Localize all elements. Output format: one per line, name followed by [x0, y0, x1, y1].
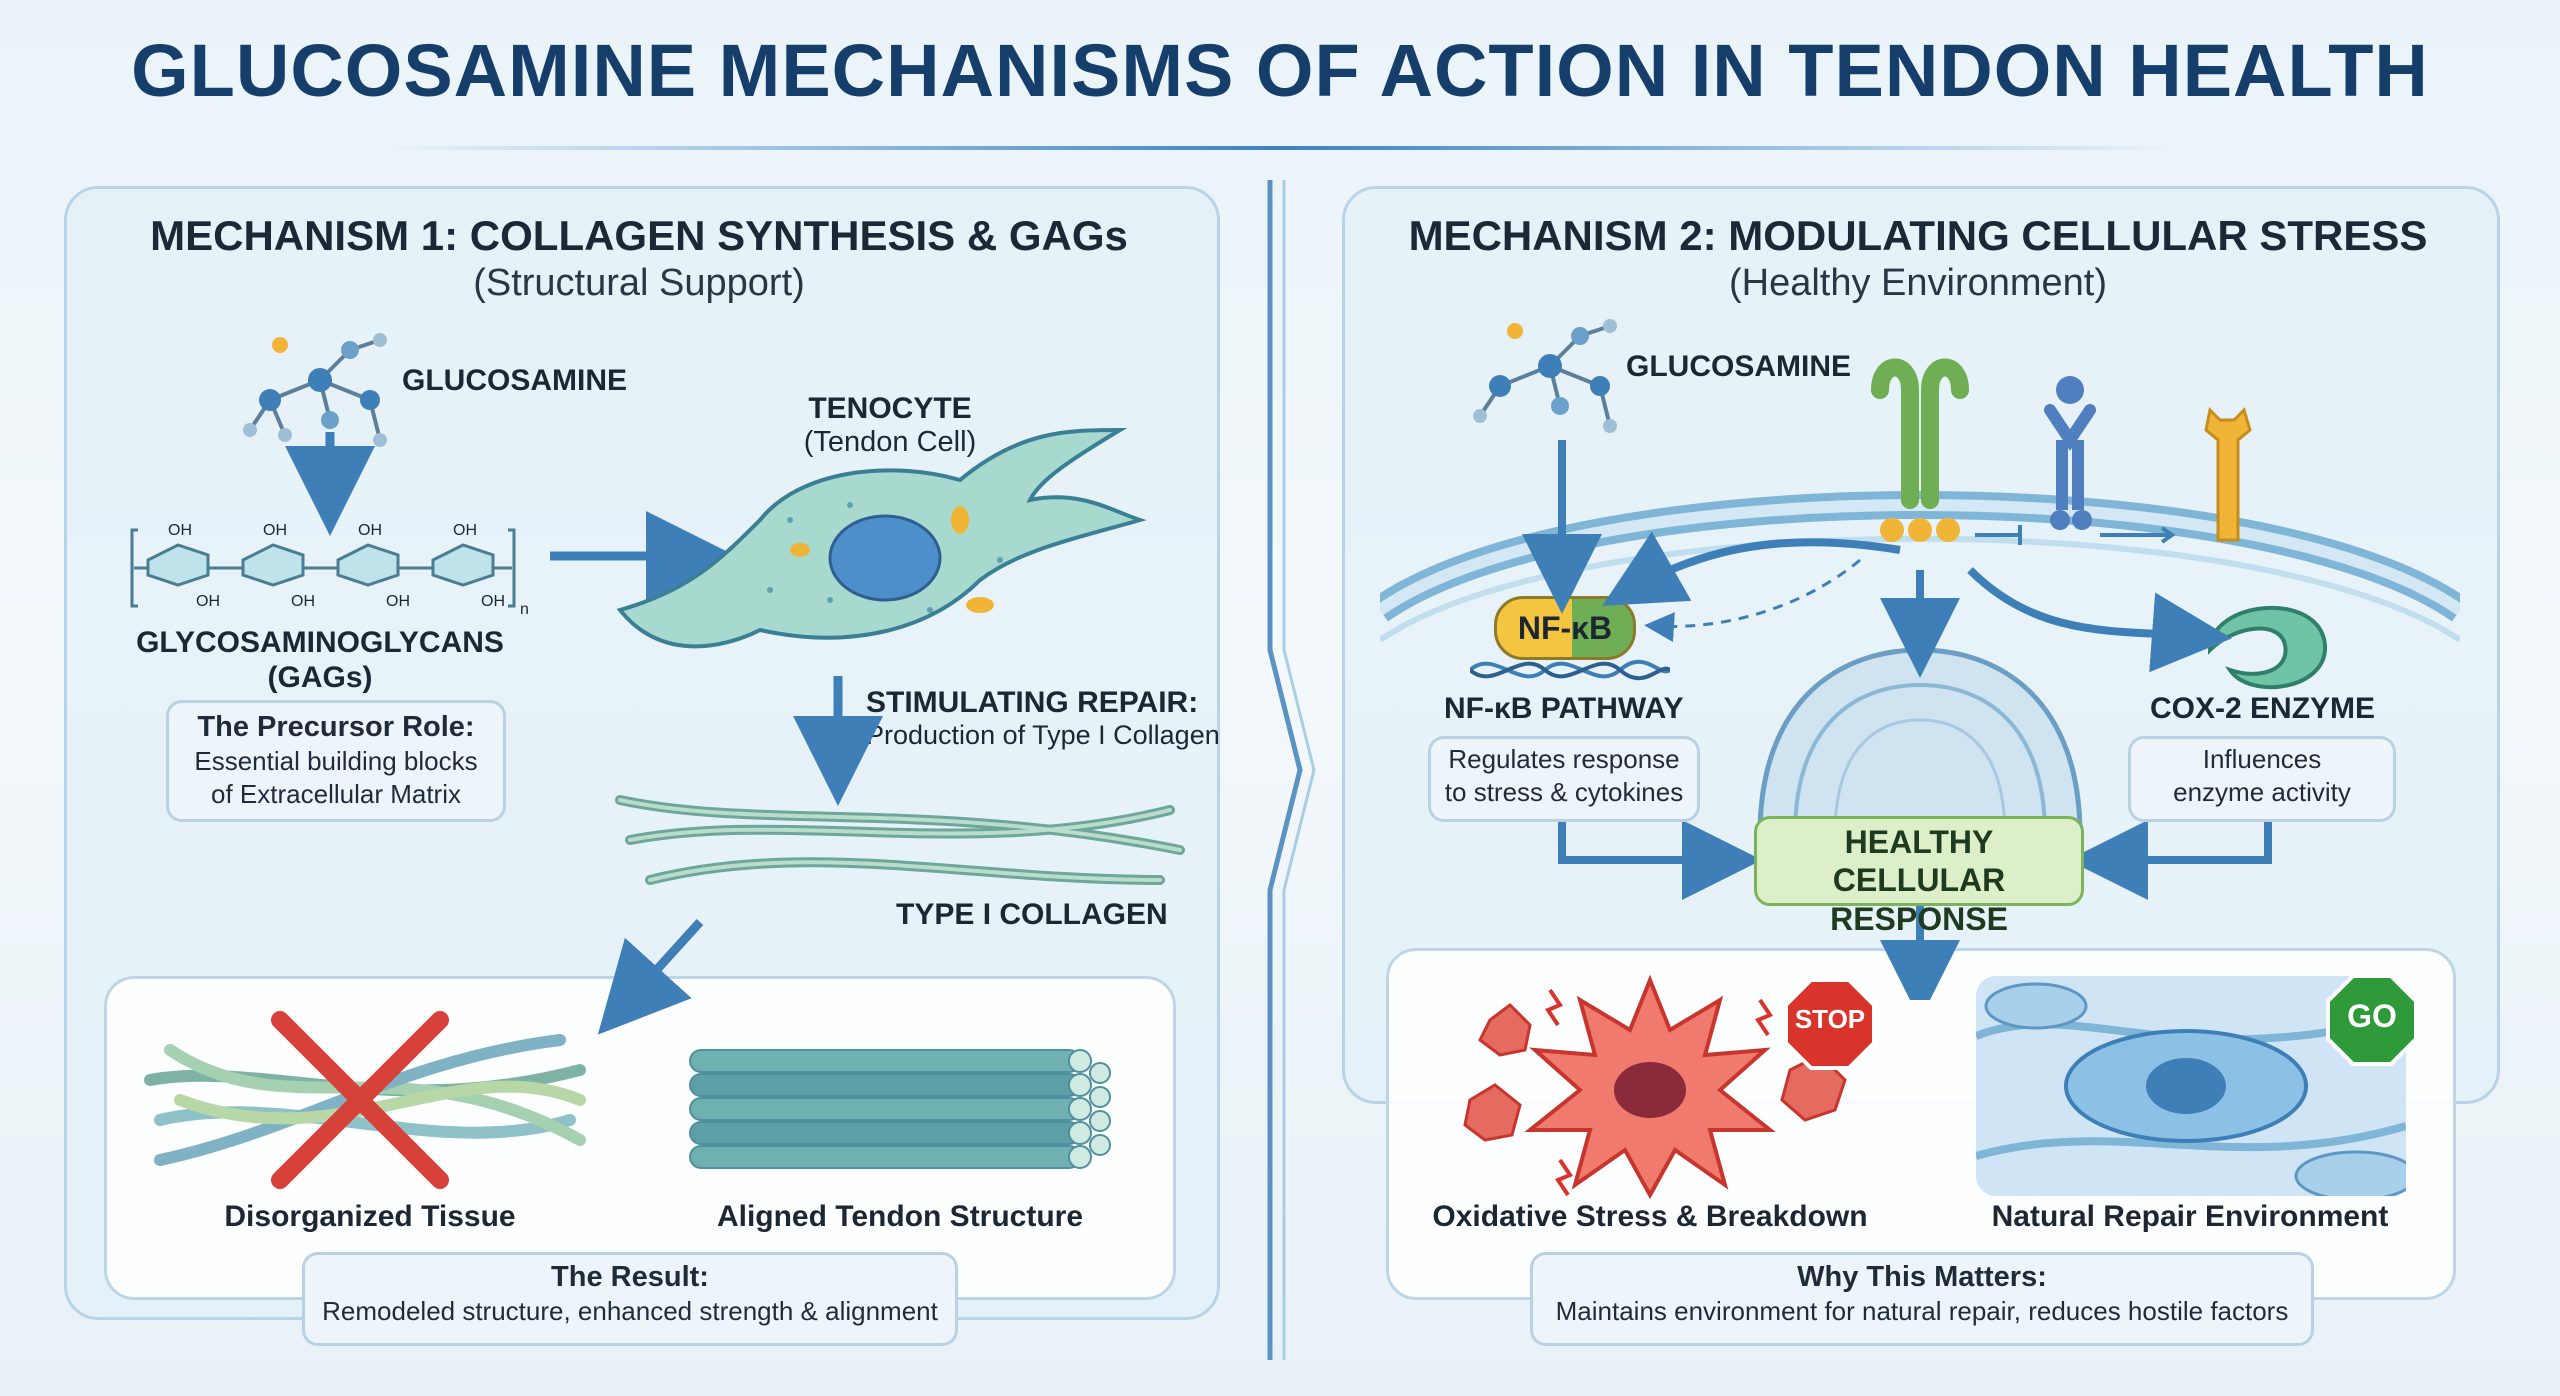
glucosamine-label-1: GLUCOSAMINE	[402, 364, 627, 397]
healthy-line1: HEALTHY CELLULAR	[1832, 824, 2006, 899]
gags-label: GLYCOSAMINOGLYCANS (GAGs)	[120, 626, 520, 695]
yellow-receptor	[2204, 406, 2252, 542]
precursor-box: The Precursor Role: Essential building b…	[166, 700, 506, 822]
why-title: Why This Matters:	[1797, 1261, 2047, 1293]
title-divider	[380, 146, 2180, 150]
green-receptor	[1871, 358, 1969, 542]
type1-collagen-label: TYPE I COLLAGEN	[896, 898, 1168, 931]
tenocyte-cell	[616, 427, 1147, 649]
cox2-box-line1: Influences	[2202, 744, 2322, 774]
healthy-line2: RESPONSE	[1830, 900, 2008, 937]
gags-label-line2: (GAGs)	[267, 660, 373, 694]
why-text: Maintains environment for natural repair…	[1555, 1296, 2289, 1327]
precursor-title: The Precursor Role:	[197, 711, 475, 743]
result-text: Remodeled structure, enhanced strength &…	[322, 1296, 938, 1327]
cox2-box: Influences enzyme activity	[2128, 736, 2396, 822]
gag-ring-4	[431, 543, 495, 587]
gags-label-line1: GLYCOSAMINOGLYCANS	[136, 626, 504, 659]
page-title: GLUCOSAMINE MECHANISMS OF ACTION IN TEND…	[131, 29, 2429, 112]
glucosamine-molecule-2	[1473, 319, 1617, 433]
nfkb-box: Regulates response to stress & cytokines	[1428, 736, 1700, 822]
x-mark-icon	[271, 1011, 449, 1189]
blue-receptor	[2044, 376, 2096, 530]
nfkb-pathway-label: NF-κB PATHWAY	[1444, 692, 1684, 725]
oh-label: OH	[453, 522, 477, 539]
dna-helix-icon	[1470, 660, 1670, 680]
gag-ring-1	[146, 543, 210, 587]
gag-chain: OH OH OH OH OH OH OH OH n	[130, 522, 529, 618]
oh-label: OH	[196, 593, 220, 610]
disorganized-label: Disorganized Tissue	[224, 1200, 516, 1233]
precursor-line1: Essential building blocks	[194, 746, 478, 777]
mechanism-1-subtitle: (Structural Support)	[473, 262, 805, 304]
healthy-response-box: HEALTHY CELLULAR RESPONSE	[1754, 816, 2084, 937]
center-divider	[1267, 180, 1316, 1360]
glucosamine-label-2: GLUCOSAMINE	[1626, 350, 1851, 383]
tenocyte-nucleus	[828, 514, 942, 602]
precursor-line2: of Extracellular Matrix	[211, 778, 461, 809]
why-box: Why This Matters: Maintains environment …	[1530, 1252, 2314, 1346]
type1-collagen-fibers	[615, 795, 1185, 885]
disorganized-tissue	[144, 1011, 586, 1189]
mech1-arrows	[285, 432, 883, 1035]
nfkb-box-line1: Regulates response	[1448, 744, 1680, 774]
stimulating-label: STIMULATING REPAIR: Production of Type I…	[866, 686, 1220, 751]
glucosamine-molecule-1	[243, 333, 387, 447]
mechanism-2-subtitle: (Healthy Environment)	[1728, 262, 2108, 304]
mechanism-1-title: MECHANISM 1: COLLAGEN SYNTHESIS & GAGs	[150, 212, 1128, 259]
gag-ring-2	[241, 543, 305, 587]
mech2-arrows	[1522, 440, 2272, 1000]
oxidative-label: Oxidative Stress & Breakdown	[1432, 1200, 1868, 1233]
tenocyte-label: TENOCYTE (Tendon Cell)	[740, 392, 1040, 459]
go-sign-icon	[2326, 974, 2418, 1066]
oh-label: OH	[386, 593, 410, 610]
oh-label: OH	[291, 593, 315, 610]
oh-label: OH	[358, 522, 382, 539]
result-box: The Result: Remodeled structure, enhance…	[302, 1252, 958, 1346]
cox2-box-line2: enzyme activity	[2173, 776, 2351, 807]
oh-label: OH	[168, 522, 192, 539]
go-sign-label: GO	[2347, 998, 2397, 1034]
oh-label: OH	[263, 522, 287, 539]
natural-repair-cells	[1976, 976, 2406, 1196]
mechanism-2-title: MECHANISM 2: MODULATING CELLULAR STRESS	[1408, 212, 2428, 259]
aligned-label: Aligned Tendon Structure	[716, 1200, 1084, 1233]
nfkb-box-line2: to stress & cytokines	[1444, 776, 1684, 807]
aligned-tendon	[689, 1049, 1111, 1169]
gag-ring-3	[336, 543, 400, 587]
natural-repair-label: Natural Repair Environment	[1991, 1200, 2389, 1233]
stop-sign-label: STOP	[1794, 1004, 1866, 1034]
stop-sign-icon	[1784, 978, 1876, 1070]
tenocyte-subtitle: (Tendon Cell)	[803, 426, 977, 458]
result-title: The Result:	[551, 1261, 709, 1293]
repeat-n-label: n	[520, 601, 529, 618]
oxidative-stress-cells	[1463, 974, 1847, 1200]
tenocyte-title: TENOCYTE	[808, 392, 972, 425]
stimulating-subtitle: Production of Type I Collagen	[866, 720, 1220, 750]
oh-label: OH	[481, 593, 505, 610]
cox2-enzyme	[2207, 605, 2328, 690]
cox2-label: COX-2 ENZYME	[2150, 692, 2376, 725]
stimulating-title: STIMULATING REPAIR:	[866, 686, 1199, 719]
membrane-receptors	[1871, 358, 2252, 545]
